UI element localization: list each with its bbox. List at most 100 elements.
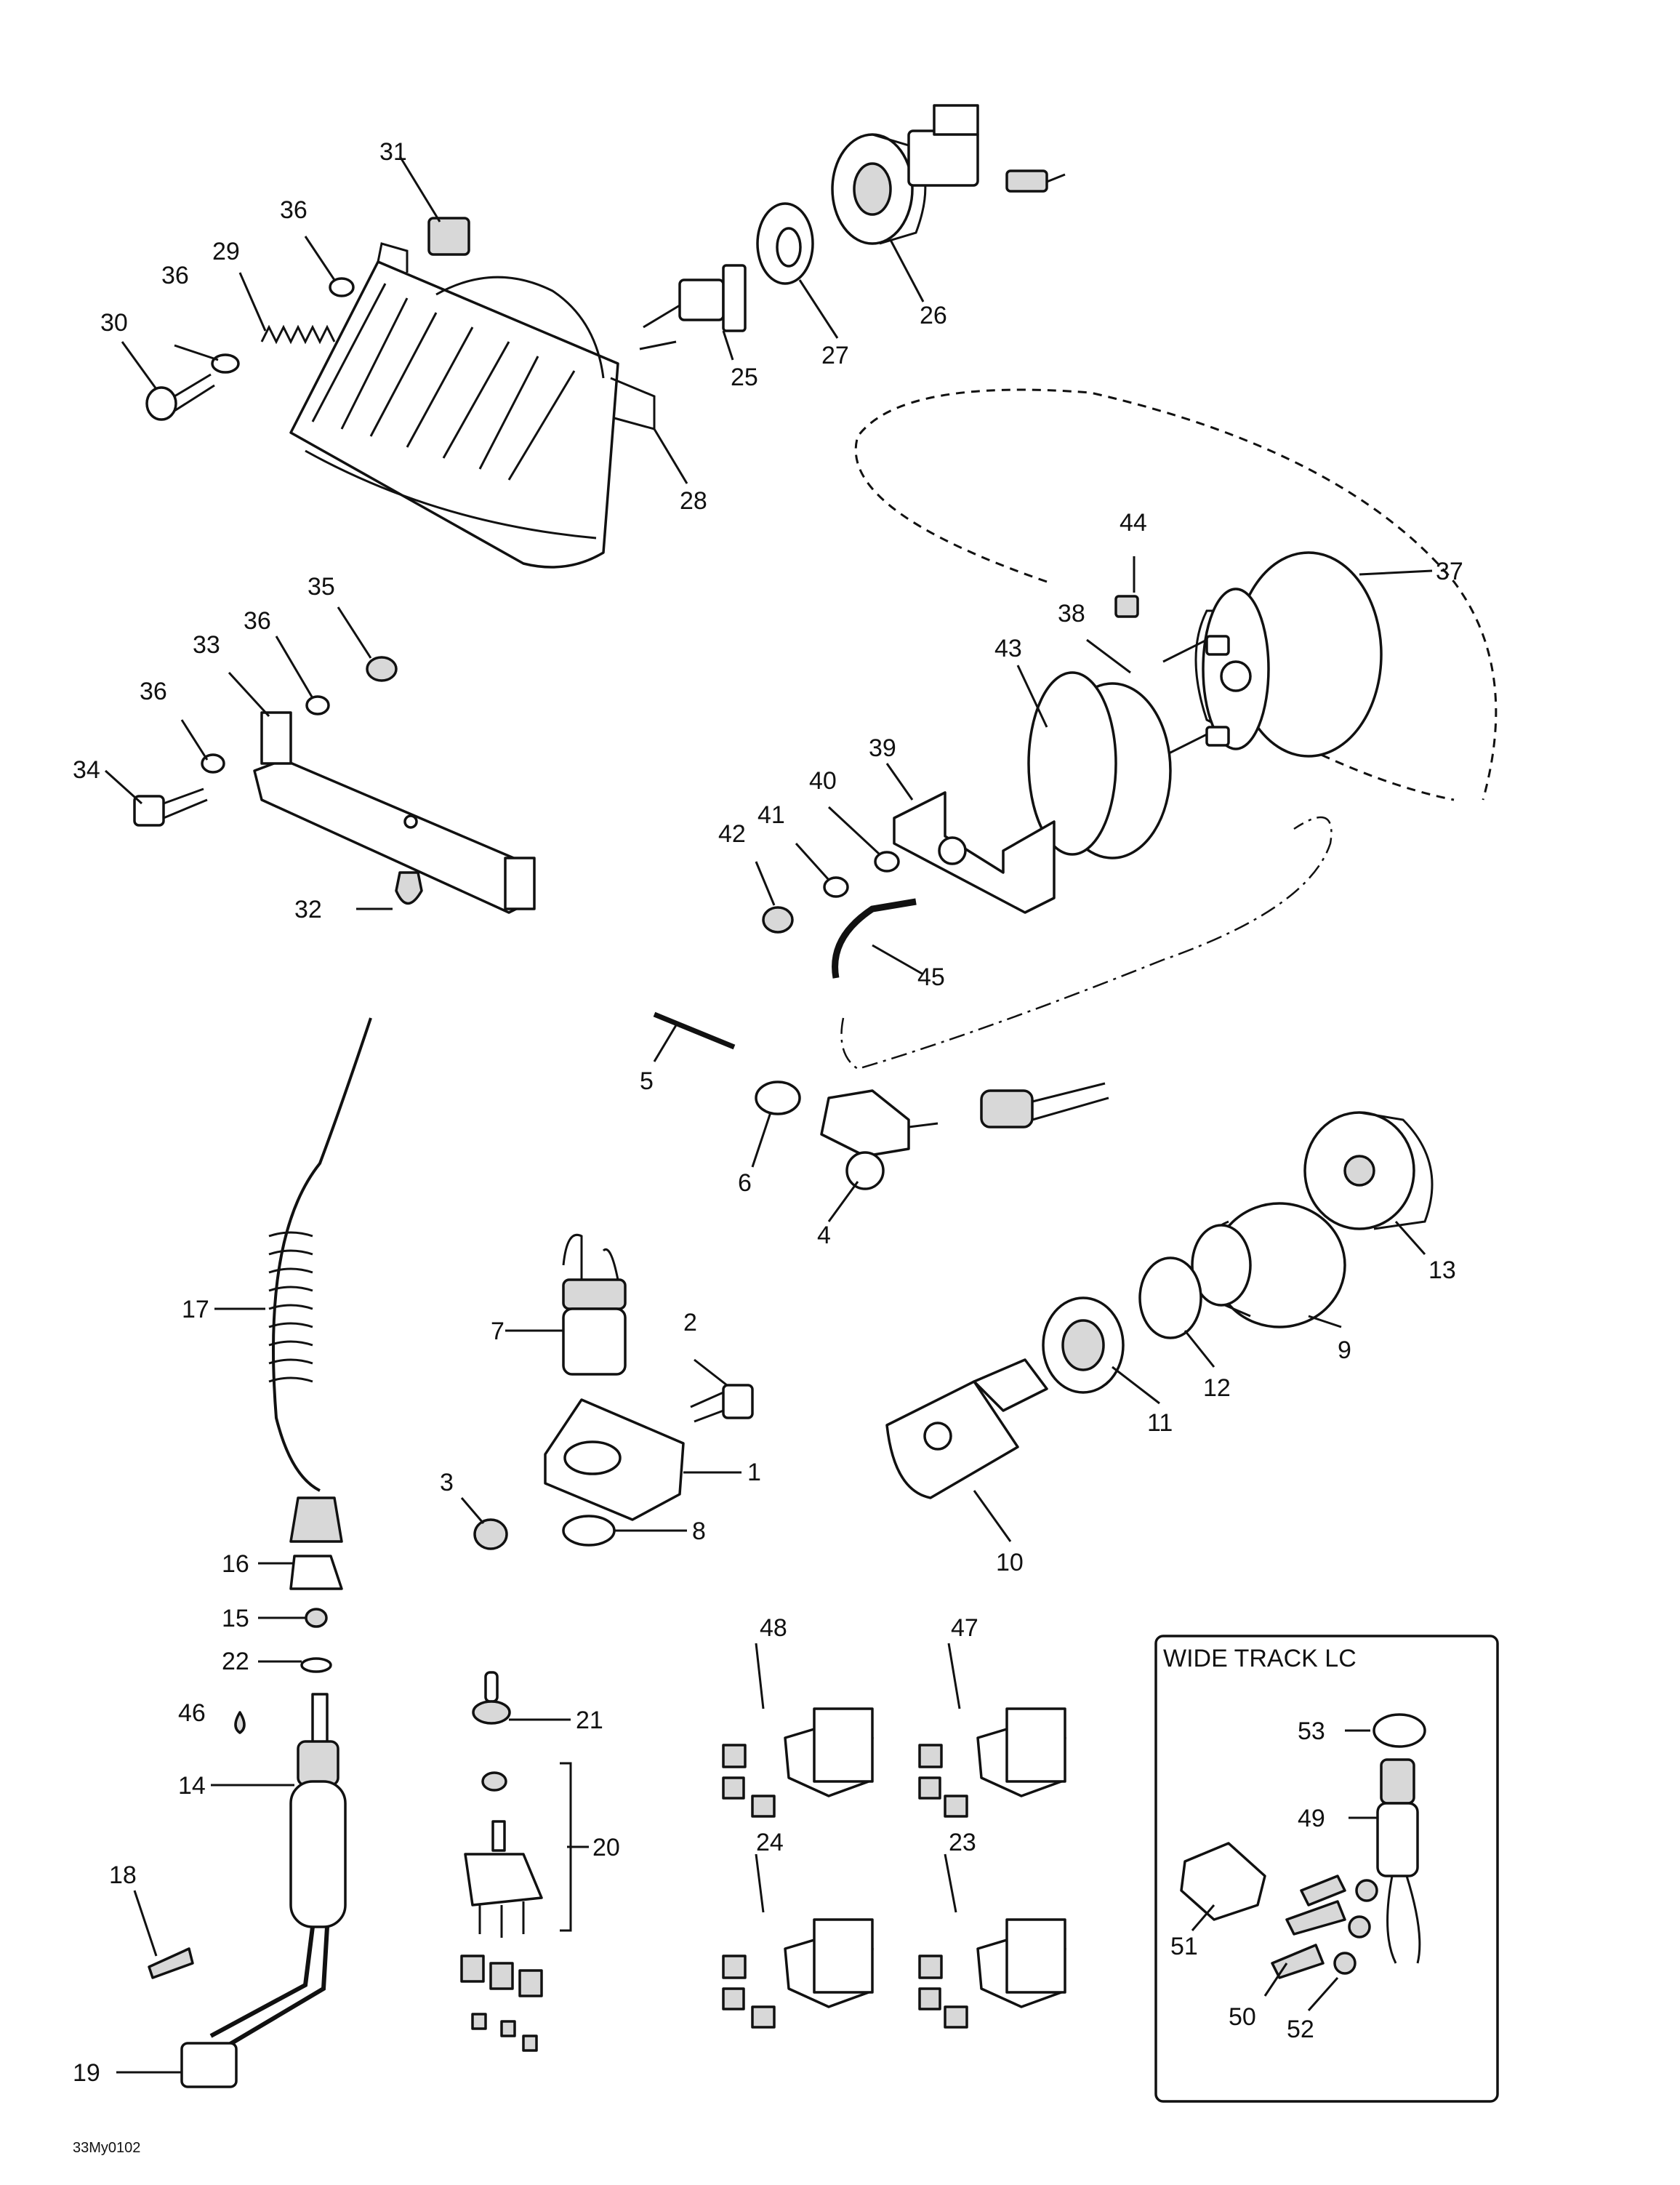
- headlight-assembly: [289, 242, 677, 569]
- label-36a: 36: [280, 196, 308, 224]
- label-39: 39: [869, 734, 896, 762]
- switch-cap-21: [472, 1671, 511, 1725]
- label-35: 35: [308, 573, 335, 601]
- bulb-44: [1114, 595, 1139, 618]
- label-2: 2: [683, 1309, 697, 1336]
- nut-42: [762, 906, 794, 934]
- label-18: 18: [109, 1861, 137, 1889]
- tether-cap: [289, 1496, 343, 1543]
- washer-6: [755, 1081, 801, 1115]
- nut-3: [473, 1518, 508, 1550]
- o-ring-43: [1027, 671, 1117, 856]
- tether-cord-17: [272, 1017, 372, 1492]
- bezel-11: [1042, 1296, 1125, 1394]
- label-16: 16: [222, 1550, 249, 1578]
- label-11: 11: [1147, 1409, 1173, 1437]
- nut-16: [289, 1555, 343, 1590]
- label-9: 9: [1338, 1336, 1351, 1364]
- label-20: 20: [592, 1834, 620, 1861]
- part-labels: 1 2 3 4 5 6 7 8 9 10 11 12 13 14 15 16 1…: [73, 138, 1463, 2087]
- label-27: 27: [821, 342, 849, 369]
- inset-box: [1154, 1635, 1499, 2103]
- label-29: 29: [212, 238, 240, 265]
- label-12: 12: [1203, 1374, 1231, 1402]
- label-25: 25: [731, 364, 758, 391]
- label-21: 21: [576, 1707, 603, 1734]
- bulb-25: [643, 264, 747, 332]
- label-42: 42: [718, 820, 746, 848]
- label-28: 28: [680, 487, 707, 515]
- cable-45: [832, 898, 917, 979]
- terminal-18: [148, 1947, 194, 1979]
- label-43: 43: [994, 635, 1022, 662]
- label-8: 8: [692, 1518, 706, 1545]
- label-48: 48: [760, 1614, 787, 1642]
- label-30: 30: [100, 309, 128, 337]
- label-36c: 36: [244, 607, 271, 635]
- terminals-50: [1271, 1875, 1346, 1979]
- washer-36b: [329, 277, 355, 297]
- label-6: 6: [738, 1169, 752, 1197]
- washer-36d: [305, 695, 330, 715]
- cable-core-5: [653, 1011, 736, 1050]
- switch-housing-13: [1303, 1111, 1434, 1230]
- nut-12: [1138, 1256, 1202, 1339]
- label-15: 15: [222, 1605, 249, 1632]
- stop-switch-14: [209, 1693, 347, 2049]
- label-38: 38: [1058, 600, 1085, 628]
- ring-8: [562, 1515, 616, 1547]
- label-36b: 36: [161, 262, 189, 289]
- label-17: 17: [182, 1296, 209, 1323]
- label-22: 22: [222, 1648, 249, 1675]
- label-26: 26: [920, 302, 947, 329]
- label-14: 14: [178, 1772, 206, 1800]
- bracket-1: [544, 1398, 685, 1521]
- screw-30: [145, 373, 215, 421]
- washer-40: [874, 851, 900, 873]
- label-31: 31: [379, 138, 407, 166]
- connector-housing-47: [918, 1707, 1066, 1818]
- connector-housing-48: [722, 1707, 874, 1818]
- washer-22: [300, 1657, 332, 1673]
- leader-lines: [104, 156, 1433, 2074]
- label-50: 50: [1229, 2003, 1256, 2031]
- bolt-34: [133, 787, 208, 827]
- label-45: 45: [917, 963, 945, 991]
- adapter-4: [820, 1089, 939, 1190]
- label-24: 24: [756, 1829, 784, 1856]
- bracket-39: [893, 791, 1056, 914]
- nut-32: [395, 871, 423, 905]
- label-10: 10: [996, 1549, 1024, 1576]
- housing-51: [1180, 1842, 1266, 1921]
- label-51: 51: [1170, 1933, 1198, 1960]
- clip-31: [427, 217, 470, 256]
- label-40: 40: [809, 767, 837, 795]
- loctite-46: [234, 1711, 246, 1734]
- screw-15: [305, 1608, 328, 1628]
- grommet-53: [1372, 1713, 1426, 1748]
- washer-36a: [211, 353, 240, 374]
- label-41: 41: [757, 801, 785, 829]
- label-4: 4: [817, 1222, 831, 1249]
- label-36d: 36: [140, 678, 167, 705]
- retainer-ring-27: [756, 202, 814, 285]
- connector-housing-24: [722, 1918, 874, 2029]
- label-32: 32: [294, 896, 322, 923]
- label-49: 49: [1298, 1805, 1325, 1832]
- label-13: 13: [1428, 1256, 1456, 1284]
- label-47: 47: [951, 1614, 978, 1642]
- indicator-49: [1376, 1758, 1421, 1964]
- gauge-outline-dashed: [854, 388, 1498, 801]
- cable-end: [980, 1082, 1109, 1128]
- connector-19: [180, 2042, 238, 2088]
- rubber-boot-26: [831, 133, 927, 245]
- label-34: 34: [73, 756, 100, 784]
- ignition-switch-9: [1191, 1202, 1346, 1328]
- bolt-2: [690, 1384, 754, 1423]
- connector-headlight: [907, 104, 1066, 193]
- label-53: 53: [1298, 1717, 1325, 1745]
- nut-35: [366, 656, 398, 682]
- label-46: 46: [178, 1699, 206, 1727]
- label-1: 1: [747, 1459, 761, 1486]
